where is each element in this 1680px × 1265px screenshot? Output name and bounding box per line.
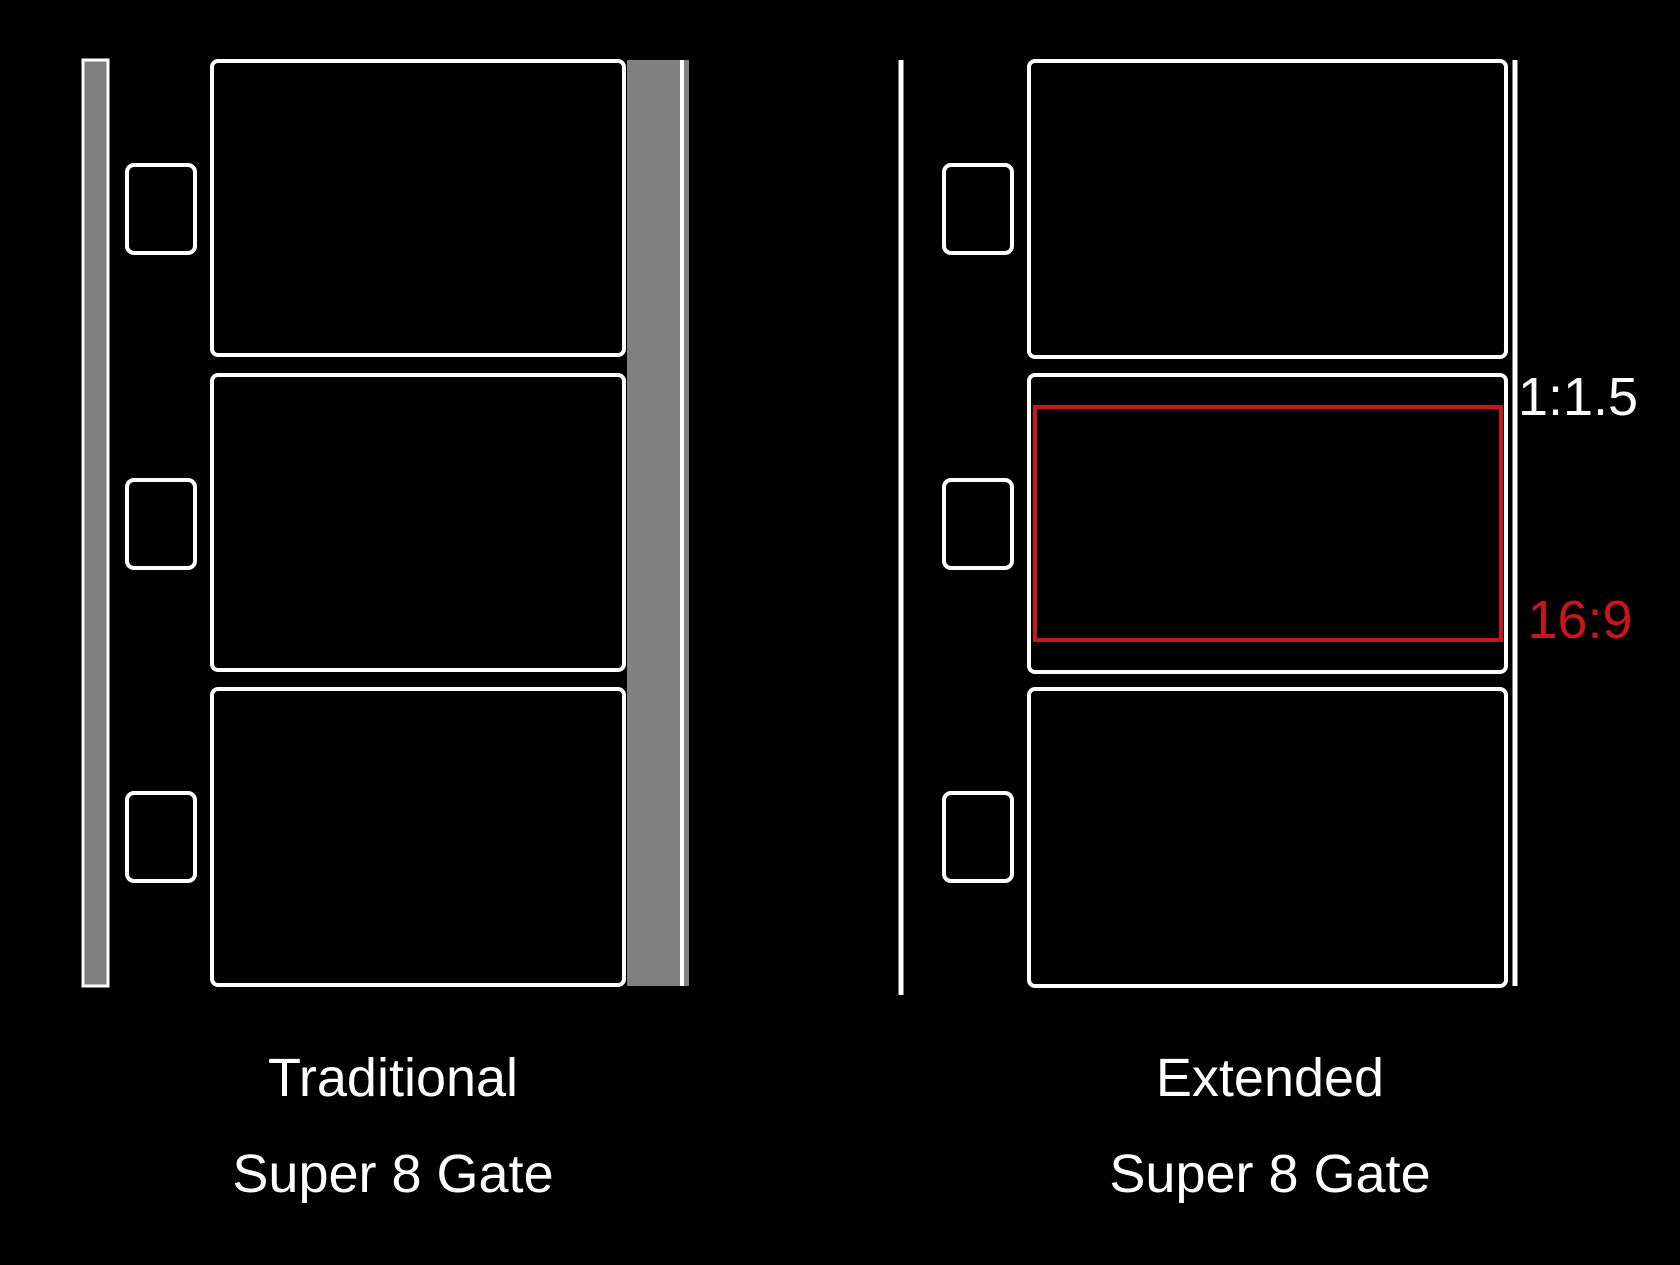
traditional-panel: Traditional Super 8 Gate xyxy=(81,58,689,1204)
extended-label-line2: Super 8 Gate xyxy=(1109,1144,1430,1204)
extended-perforation xyxy=(942,791,1014,883)
traditional-label-line1: Traditional xyxy=(268,1048,518,1108)
wide-ratio-highlight-box xyxy=(1033,405,1503,642)
extended-panel: 1:1.5 16:9 Extended Super 8 Gate xyxy=(898,59,1638,1204)
extended-label-line1: Extended xyxy=(1156,1048,1384,1108)
traditional-frame xyxy=(210,373,626,672)
extended-perforation xyxy=(942,478,1014,570)
traditional-perforation xyxy=(125,163,197,255)
extended-frame xyxy=(1027,687,1508,988)
extended-perforation xyxy=(942,163,1014,255)
traditional-perforation xyxy=(125,791,197,883)
wide-ratio-label: 16:9 xyxy=(1527,590,1632,650)
traditional-label-line2: Super 8 Gate xyxy=(232,1144,553,1204)
traditional-frame xyxy=(210,59,626,357)
traditional-frame xyxy=(210,687,626,987)
extended-frame xyxy=(1027,59,1508,359)
traditional-right-film-edge xyxy=(627,60,689,986)
traditional-perforation xyxy=(125,478,197,570)
extended-frame xyxy=(1027,373,1508,674)
traditional-left-film-edge xyxy=(81,58,110,988)
full-ratio-label: 1:1.5 xyxy=(1518,367,1638,427)
